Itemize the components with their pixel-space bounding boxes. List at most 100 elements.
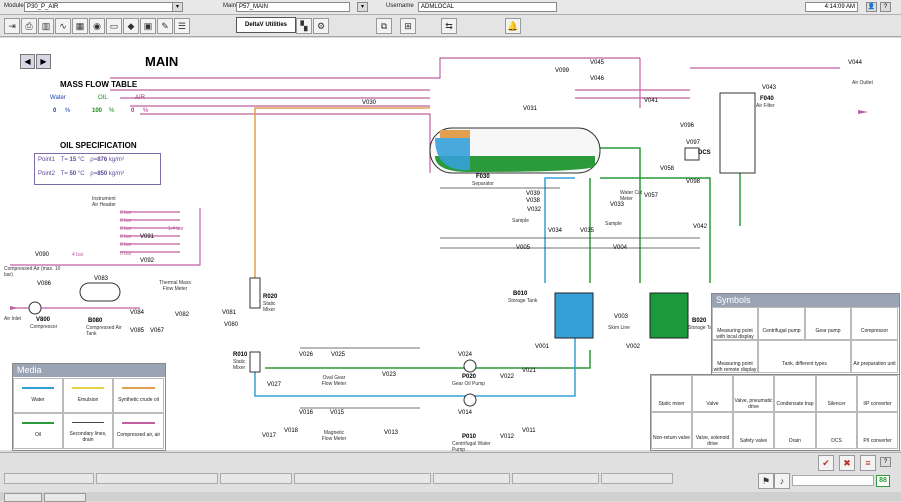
tag-v034[interactable]: V034 [548,228,563,234]
tools-icon[interactable]: ⚙ [313,18,329,34]
chart-icon[interactable]: ▚ [296,18,312,34]
copy-icon[interactable]: ⧉ [376,18,392,34]
tag-v032[interactable]: V032 [527,207,542,213]
help-button[interactable]: ? [880,2,891,12]
pump-p020-tag[interactable]: P020 [462,374,477,380]
compressor-tag[interactable]: V800 [36,317,51,323]
tag-v027[interactable]: V027 [267,382,282,388]
tag-v084[interactable]: V084 [130,310,145,316]
module-field[interactable]: P30_P_AIR [24,2,173,12]
tag-v041[interactable]: V041 [644,98,659,104]
tag-v057[interactable]: V057 [644,193,659,199]
symbol-dcs-label: DCS [831,438,842,444]
notes-icon[interactable]: ✎ [157,18,173,34]
tag-v085[interactable]: V085 [130,328,145,334]
tag-v039[interactable]: V039 [526,191,541,197]
forward-icon[interactable]: ⇥ [4,18,20,34]
tag-v080[interactable]: V080 [224,322,239,328]
hierarchy-icon[interactable]: ⊞ [400,18,416,34]
tag-v038[interactable]: V038 [526,198,541,204]
alarm-horn-icon[interactable]: ♪ [774,473,790,489]
list-icon[interactable]: ☰ [174,18,190,34]
tag-v031[interactable]: V031 [523,106,538,112]
tag-v017[interactable]: V017 [262,433,277,439]
tag-v085-top[interactable]: V083 [94,276,109,282]
tank-b020-tag[interactable]: B020 [692,318,707,324]
tag-v016[interactable]: V016 [299,410,314,416]
silence-icon[interactable]: ✖ [839,455,855,471]
display-icon[interactable]: ▣ [140,18,156,34]
symbol-condensate-trap: Condensate trap [774,375,816,412]
tag-v003[interactable]: V003 [614,314,629,320]
mixer-r010-tag[interactable]: R010 [233,352,248,358]
tag-v098[interactable]: V098 [686,179,701,185]
main-dropdown-button[interactable]: ▾ [357,2,368,12]
tag-v045[interactable]: V045 [590,60,605,66]
tag-v012[interactable]: V012 [500,434,515,440]
tag-v023[interactable]: V023 [382,372,397,378]
bell-icon[interactable]: 🔔 [505,18,521,34]
tag-v091[interactable]: V091 [140,234,155,240]
tag-v099b[interactable]: V099 [555,68,570,74]
tag-v043[interactable]: V043 [762,85,777,91]
tag-v013[interactable]: V013 [384,430,399,436]
tag-v014[interactable]: V014 [458,410,473,416]
main-field[interactable]: P57_MAIN [236,2,350,12]
tag-v082[interactable]: V082 [175,312,190,318]
tag-v046[interactable]: V046 [590,76,605,82]
tag-v044[interactable]: V044 [848,60,863,66]
air-tank-tag[interactable]: B080 [88,318,103,324]
tag-v011[interactable]: V011 [522,428,536,434]
print-icon[interactable]: ⎙ [21,18,37,34]
tag-v025[interactable]: V025 [331,352,346,358]
tag-v018[interactable]: V018 [284,428,299,434]
tag-v092[interactable]: V092 [140,258,155,264]
oil-spec-rho-unit-2: kg/m³ [108,171,124,177]
tag-v002[interactable]: V002 [626,344,641,350]
tag-v033[interactable]: V033 [610,202,625,208]
folder-icon[interactable]: ▭ [106,18,122,34]
faceplate-icon[interactable]: ▥ [38,18,54,34]
tag-v087[interactable]: V067 [150,328,165,334]
event-icon[interactable]: ⚑ [758,473,774,489]
tag-v022[interactable]: V022 [500,374,515,380]
tag-v004[interactable]: V004 [613,245,628,251]
tank-b010-tag[interactable]: B010 [513,291,528,297]
back-nav-button[interactable]: ◀ [20,54,35,69]
diamond-icon[interactable]: ◆ [123,18,139,34]
status-help-button[interactable]: ? [880,457,891,467]
tag-v035[interactable]: V035 [580,228,595,234]
alarm-icon[interactable]: ◉ [89,18,105,34]
deltav-utilities-button[interactable]: DeltaV Utilities [236,17,296,33]
tag-v086[interactable]: V086 [37,281,52,287]
forward-nav-button[interactable]: ▶ [36,54,51,69]
user-icon[interactable]: 👤 [866,2,877,12]
tag-v021[interactable]: V021 [522,368,537,374]
tag-v030[interactable]: V030 [362,100,377,106]
tag-v097[interactable]: V097 [686,140,701,146]
trend-icon[interactable]: ∿ [55,18,71,34]
alarm-list-icon[interactable]: ≡ [860,455,876,471]
pump-p010-tag[interactable]: P010 [462,434,477,440]
mixer-r020-tag[interactable]: R020 [263,294,278,300]
tag-v058[interactable]: V058 [660,166,675,172]
separator-tag[interactable]: F030 [476,174,490,180]
tag-v090[interactable]: V090 [35,252,50,258]
dcs-label[interactable]: DCS [698,150,711,156]
tag-v042[interactable]: V042 [693,224,708,230]
symbol-drain: Drain [774,412,816,449]
air-filter-tag[interactable]: F040 [760,96,774,102]
sync-icon[interactable]: ⇆ [441,18,457,34]
tag-v026[interactable]: V026 [299,352,314,358]
tag-v099[interactable]: V096 [680,123,695,129]
module-dropdown-button[interactable]: ▾ [172,2,183,12]
sample-label-1: Sample [512,218,529,224]
grid-icon[interactable]: ▦ [72,18,88,34]
tag-v024[interactable]: V024 [458,352,473,358]
tag-v015[interactable]: V015 [330,410,345,416]
acknowledge-icon[interactable]: ✔ [818,455,834,471]
status-input[interactable] [792,475,874,486]
tag-v001[interactable]: V001 [535,344,550,350]
tag-v005[interactable]: V005 [516,245,531,251]
tag-v081[interactable]: V081 [222,310,237,316]
